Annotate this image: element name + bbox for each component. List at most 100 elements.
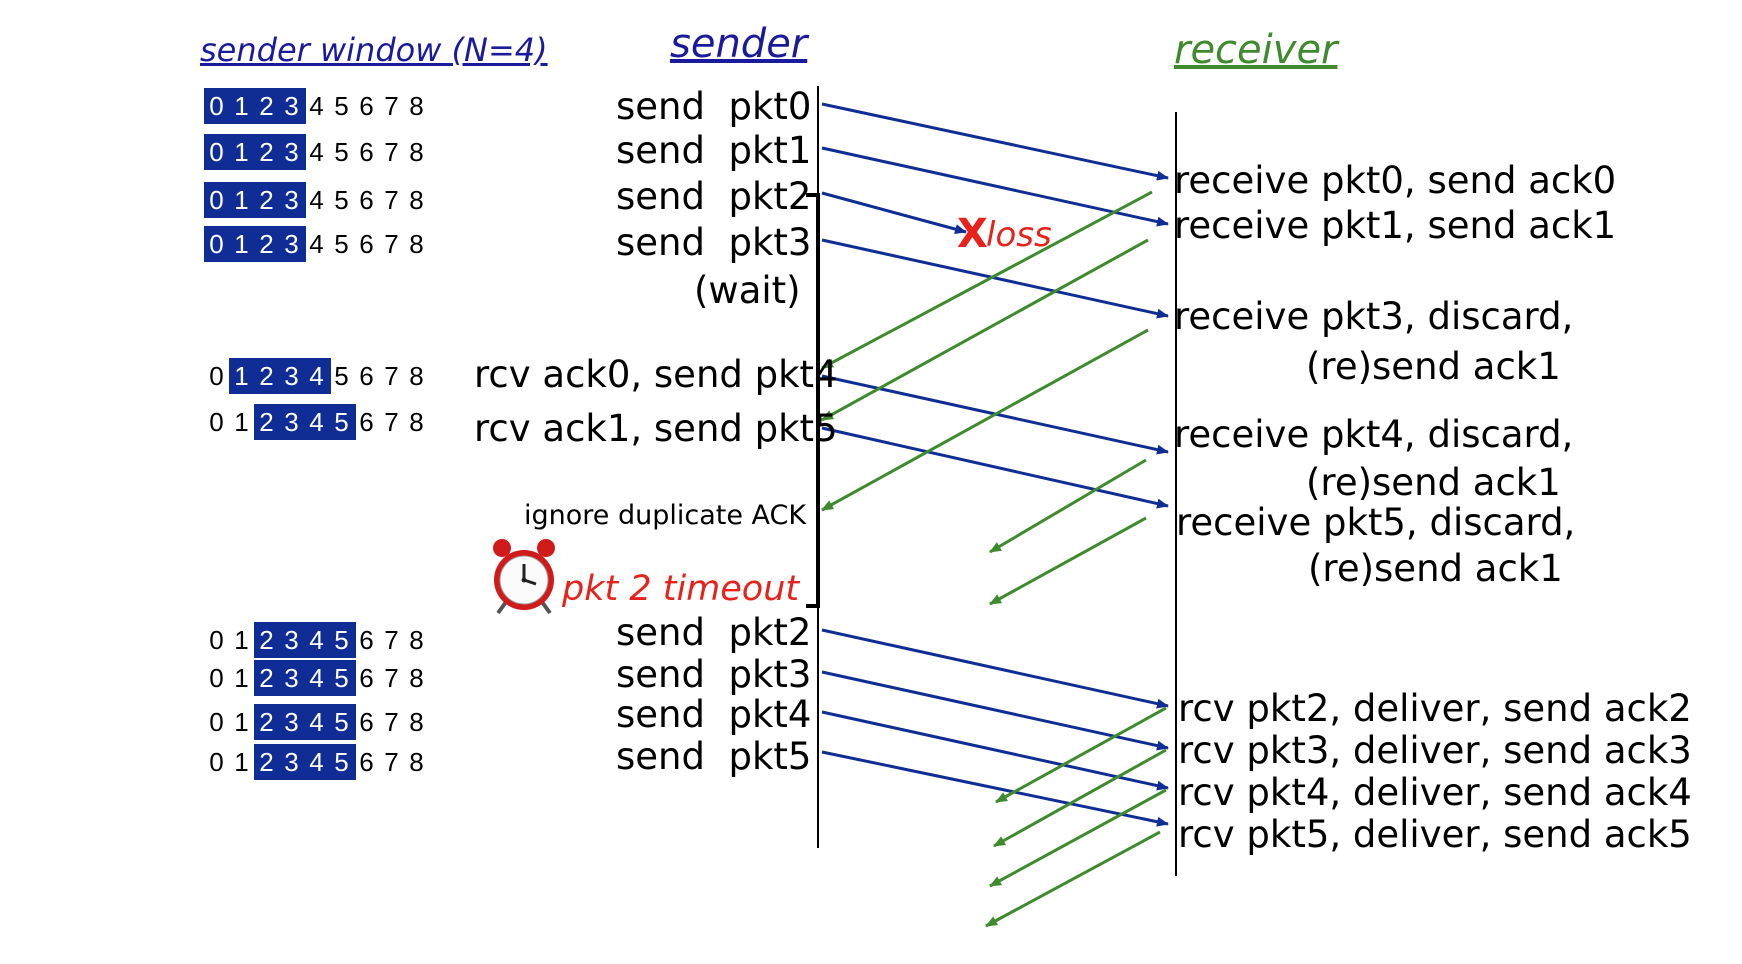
sequence-number: 1 — [234, 137, 249, 167]
sequence-number: 6 — [359, 361, 374, 391]
sequence-number: 1 — [234, 229, 249, 259]
sequence-number: 0 — [209, 707, 224, 737]
sequence-number: 2 — [259, 185, 274, 215]
sender-event-wait: (wait) — [694, 269, 801, 312]
ack4-arrow — [989, 788, 1167, 888]
receiver-header: receiver — [1174, 27, 1338, 73]
sequence-number: 2 — [259, 229, 274, 259]
receiver-event-pkt1: receive pkt1, send ack1 — [1174, 204, 1617, 247]
sequence-number: 4 — [309, 407, 324, 437]
alarm-clock-icon — [493, 539, 555, 615]
sequence-number: 0 — [209, 361, 224, 391]
sequence-number: 8 — [409, 229, 424, 259]
sequence-number: 2 — [259, 91, 274, 121]
sequence-number: 4 — [309, 747, 324, 777]
sequence-number: 5 — [334, 137, 349, 167]
pkt0-arrow — [821, 102, 1169, 181]
ack2-arrow — [995, 706, 1167, 804]
sequence-number: 7 — [384, 663, 399, 693]
sequence-number: 3 — [284, 407, 299, 437]
sequence-number: 4 — [309, 229, 324, 259]
pkt2-resend-arrow — [821, 628, 1169, 709]
sequence-number: 6 — [359, 747, 374, 777]
sequence-number: 3 — [284, 137, 299, 167]
sequence-number: 5 — [334, 663, 349, 693]
sequence-number: 4 — [309, 625, 324, 655]
sequence-number: 4 — [309, 185, 324, 215]
pkt5-resend-arrow — [821, 750, 1169, 827]
sequence-number: 7 — [384, 229, 399, 259]
sequence-number: 5 — [334, 707, 349, 737]
sender-event-resend-pkt3: send pkt3 — [616, 653, 812, 696]
sender-event-send-pkt3: send pkt3 — [616, 221, 812, 264]
window-highlight — [254, 660, 356, 696]
sender-window-header: sender window (N=4) — [200, 31, 548, 69]
sequence-number: 8 — [409, 185, 424, 215]
sequence-number: 8 — [409, 625, 424, 655]
sequence-number: 7 — [384, 185, 399, 215]
sequence-number: 5 — [334, 361, 349, 391]
sequence-number: 3 — [284, 229, 299, 259]
sequence-number: 2 — [259, 137, 274, 167]
sequence-number: 2 — [259, 407, 274, 437]
window-highlight — [204, 226, 306, 262]
window-highlight — [204, 134, 306, 170]
receiver-event-pkt5: receive pkt5, discard, — [1176, 501, 1576, 544]
sequence-number: 1 — [234, 747, 249, 777]
sequence-number: 0 — [209, 229, 224, 259]
receiver-event-deliver-pkt5: rcv pkt5, deliver, send ack5 — [1178, 813, 1692, 856]
timer-bracket — [806, 193, 820, 608]
sequence-number: 4 — [309, 707, 324, 737]
sender-event-send-pkt2: send pkt2 — [616, 175, 812, 218]
sequence-number: 5 — [334, 625, 349, 655]
receiver-event-pkt0: receive pkt0, send ack0 — [1174, 159, 1617, 202]
sequence-number: 5 — [334, 91, 349, 121]
sender-event-rcv-ack0: rcv ack0, send pkt4 — [474, 353, 838, 396]
sequence-number: 4 — [309, 91, 324, 121]
sequence-number: 8 — [409, 361, 424, 391]
pkt1-arrow — [821, 146, 1169, 227]
sequence-number: 6 — [359, 707, 374, 737]
sequence-number: 2 — [259, 361, 274, 391]
loss-x-icon: X — [957, 211, 988, 257]
arrows — [821, 102, 1169, 928]
sender-header: sender — [670, 21, 808, 67]
receiver-event-pkt5-ack: (re)send ack1 — [1308, 547, 1563, 590]
sender-event-resend-pkt5: send pkt5 — [616, 735, 812, 778]
sequence-number: 2 — [259, 663, 274, 693]
sequence-number: 0 — [209, 625, 224, 655]
sequence-number: 6 — [359, 91, 374, 121]
pkt5-arrow — [821, 426, 1169, 509]
sender-event-rcv-ack1: rcv ack1, send pkt5 — [474, 407, 838, 450]
ack0-arrow — [821, 190, 1153, 370]
sequence-number: 7 — [384, 407, 399, 437]
ack1-dup-arrow — [821, 328, 1149, 512]
sequence-number: 1 — [234, 663, 249, 693]
sequence-number: 3 — [284, 747, 299, 777]
sequence-number: 3 — [284, 361, 299, 391]
sequence-number: 6 — [359, 185, 374, 215]
ignore-duplicate-ack-note: ignore duplicate ACK — [524, 500, 807, 531]
sequence-number: 2 — [259, 747, 274, 777]
sequence-number: 7 — [384, 747, 399, 777]
sequence-number: 3 — [284, 707, 299, 737]
sequence-number: 6 — [359, 229, 374, 259]
sequence-number: 6 — [359, 137, 374, 167]
window-highlight — [254, 704, 356, 740]
sequence-number: 7 — [384, 91, 399, 121]
sequence-number: 3 — [284, 625, 299, 655]
sequence-number: 0 — [209, 137, 224, 167]
sequence-number: 1 — [234, 91, 249, 121]
pkt3-resend-arrow — [821, 670, 1169, 751]
ack1-dup-arrow-3 — [989, 516, 1147, 606]
sequence-number: 7 — [384, 625, 399, 655]
sequence-number: 0 — [209, 185, 224, 215]
sequence-number: 6 — [359, 625, 374, 655]
pkt4-resend-arrow — [821, 710, 1169, 791]
sequence-number: 3 — [284, 185, 299, 215]
ack5-arrow — [985, 830, 1161, 928]
sequence-number: 3 — [284, 663, 299, 693]
sequence-number: 1 — [234, 407, 249, 437]
